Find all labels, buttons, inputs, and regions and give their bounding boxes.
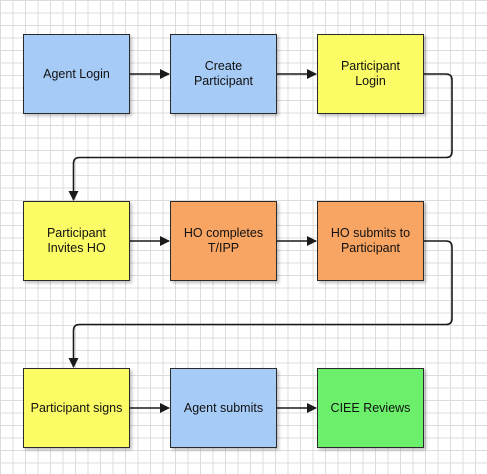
- node-label: Agent Login: [43, 66, 110, 81]
- connector-participant-login-to-participant-invites-ho: [68, 73, 453, 201]
- node-agent-submits: Agent submits: [170, 368, 277, 448]
- node-label: Agent submits: [183, 400, 264, 415]
- node-participant-signs: Participant signs: [23, 368, 130, 448]
- node-label: Create Participant: [193, 59, 254, 88]
- node-label: HO completes T/IPP: [183, 226, 264, 255]
- connector-ho-submits-to-participant-to-participant-signs: [68, 240, 453, 368]
- node-label: Participant signs: [30, 400, 123, 415]
- node-label: CIEE Reviews: [330, 400, 411, 415]
- node-ho-completes-tipp: HO completes T/IPP: [170, 201, 277, 281]
- node-ho-submits-to-participant: HO submits to Participant: [317, 201, 424, 281]
- node-participant-login: Participant Login: [317, 34, 424, 114]
- node-ciee-reviews: CIEE Reviews: [317, 368, 424, 448]
- node-label: HO submits to Participant: [330, 226, 411, 255]
- node-label: Participant Invites HO: [46, 226, 107, 255]
- node-label: Participant Login: [340, 59, 401, 88]
- node-participant-invites-ho: Participant Invites HO: [23, 201, 130, 281]
- node-create-participant: Create Participant: [170, 34, 277, 114]
- node-agent-login: Agent Login: [23, 34, 130, 114]
